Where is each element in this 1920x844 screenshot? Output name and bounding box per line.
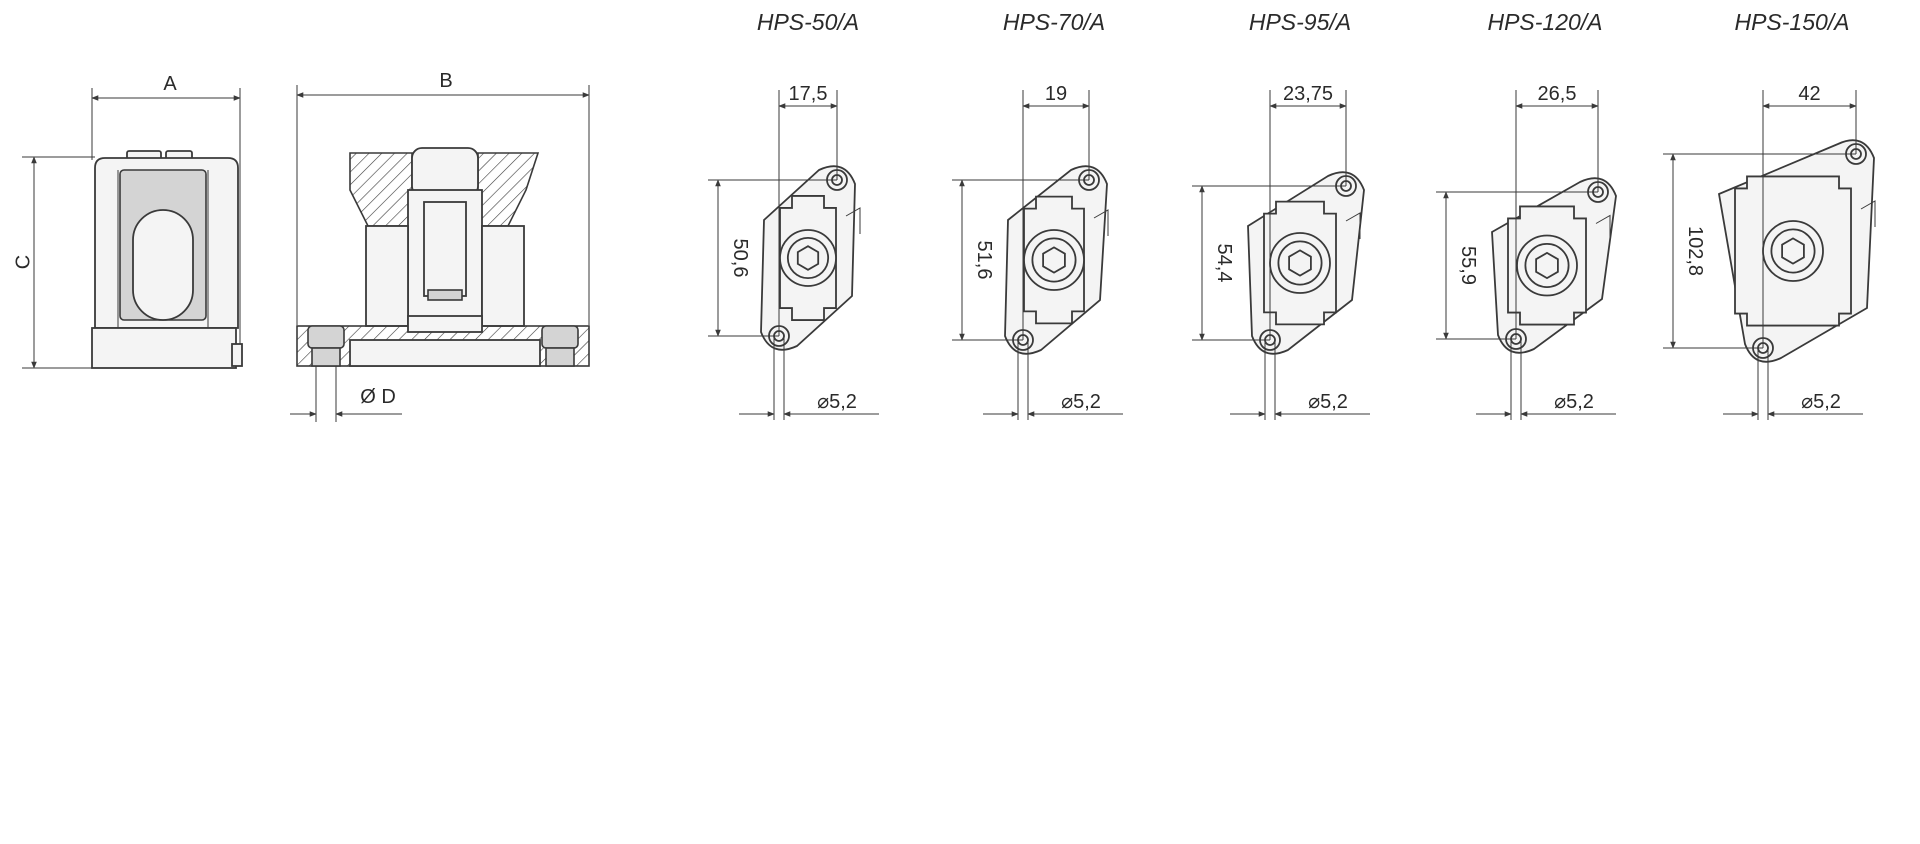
dimension-d-label: Ø D [360,386,396,408]
side-view: A C [12,73,243,369]
variant-title: HPS-70/A [1003,9,1105,35]
dimension-b-label: B [439,70,452,92]
width-dimension-label: 19 [1045,83,1067,105]
hole-diameter-label: ⌀5,2 [1801,391,1841,413]
hole-diameter-label: ⌀5,2 [1308,391,1348,413]
height-dimension-label: 54,4 [1213,244,1235,283]
hex-socket-icon [1535,251,1559,280]
hex-socket-icon [1042,246,1066,274]
variant-views: HPS-50/A17,550,6⌀5,2HPS-70/A1951,6⌀5,2HP… [708,9,1876,420]
dimension-c-label: C [12,255,34,269]
hole-diameter-label: ⌀5,2 [1554,391,1594,413]
variant-4: HPS-120/A 26,5 55,9 ⌀5,2 [1436,9,1617,420]
section-view: B Ø D [290,70,590,422]
height-dimension-label: 102,8 [1684,226,1706,276]
hex-socket-icon [1781,237,1805,265]
height-dimension-label: 51,6 [973,241,995,280]
variant-title: HPS-150/A [1734,9,1849,35]
variant-5: HPS-150/A 42 102,8 ⌀5,2 [1663,9,1876,420]
hex-socket-icon [796,245,820,271]
hex-socket-icon [1288,249,1312,277]
variant-2: HPS-70/A 19 51,6 ⌀5,2 [952,9,1123,420]
width-dimension-label: 26,5 [1538,83,1577,105]
variant-title: HPS-95/A [1249,9,1351,35]
width-dimension-label: 17,5 [789,83,828,105]
width-dimension-label: 23,75 [1283,83,1333,105]
height-dimension-label: 50,6 [729,239,751,278]
height-dimension-label: 55,9 [1457,246,1479,285]
variant-title: HPS-50/A [757,9,859,35]
variant-3: HPS-95/A 23,75 54,4 ⌀5,2 [1192,9,1370,420]
hole-diameter-label: ⌀5,2 [817,391,857,413]
dimension-a-label: A [163,73,177,95]
width-dimension-label: 42 [1798,83,1820,105]
variant-title: HPS-120/A [1487,9,1602,35]
hole-diameter-label: ⌀5,2 [1061,391,1101,413]
variant-1: HPS-50/A 17,5 50,6 ⌀5,2 [708,9,879,420]
